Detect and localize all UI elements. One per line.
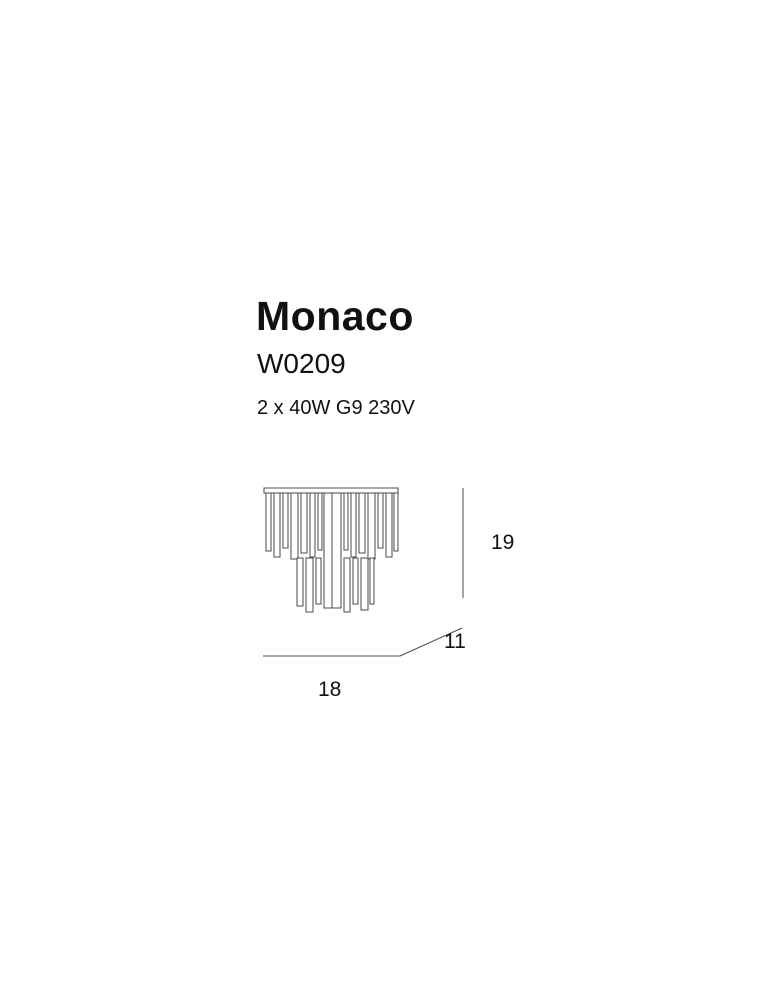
lamp-upper-rods <box>265 492 399 560</box>
lamp-lower-rods <box>296 557 375 613</box>
height-dimension-label: 19 <box>491 531 515 554</box>
width-dimension-label: 18 <box>318 678 342 701</box>
product-model: W0209 <box>257 348 346 379</box>
product-spec: 2 x 40W G9 230V <box>257 397 415 419</box>
depth-dimension-line <box>399 627 463 657</box>
lamp-top-bar <box>263 487 399 494</box>
lamp-center-column <box>323 492 342 609</box>
product-title: Monaco <box>256 293 414 339</box>
depth-dimension-label: 11 <box>444 630 466 653</box>
